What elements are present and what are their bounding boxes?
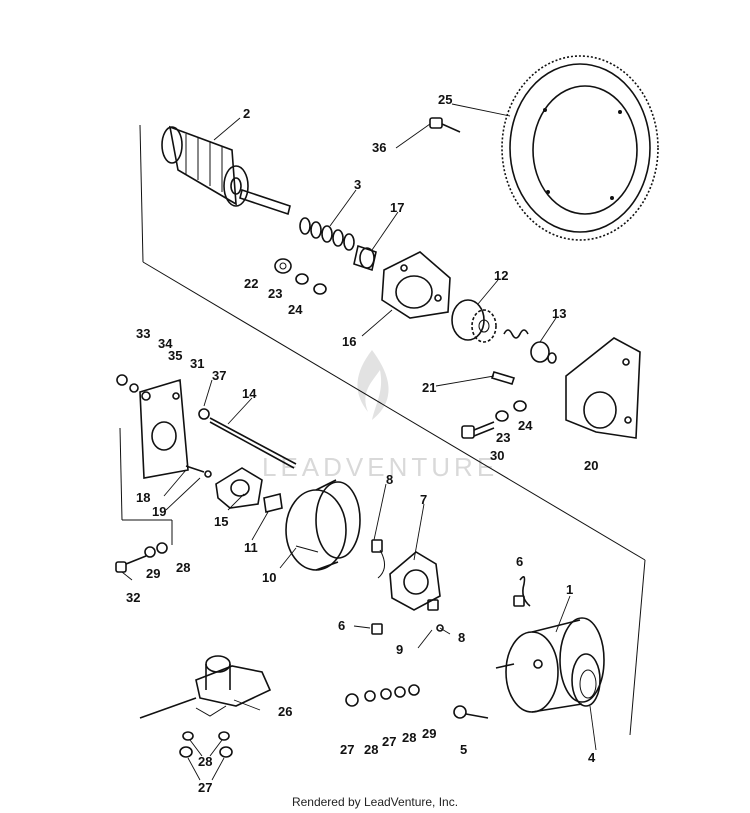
callout-22: 22 bbox=[244, 276, 258, 291]
callout-19: 19 bbox=[152, 504, 166, 519]
callout-26: 26 bbox=[278, 704, 292, 719]
drive-end-housing bbox=[381, 251, 451, 319]
callout-5: 5 bbox=[460, 742, 467, 757]
callout-11: 11 bbox=[244, 540, 258, 555]
bolt-washer-group-left bbox=[115, 542, 168, 573]
callout-28-row-a: 28 bbox=[364, 742, 378, 757]
ring-gear-bolt bbox=[429, 117, 461, 133]
commutator-bushing bbox=[263, 493, 283, 513]
callout-18: 18 bbox=[136, 490, 150, 505]
bracket-bolt bbox=[461, 400, 527, 439]
through-bolt bbox=[198, 408, 297, 469]
commutator-end-cap bbox=[285, 479, 361, 571]
callout-1: 1 bbox=[566, 582, 573, 597]
watermark-text: LEADVENTURE bbox=[262, 452, 498, 482]
callout-37: 37 bbox=[212, 368, 226, 383]
callout-28-row-b: 28 bbox=[402, 730, 416, 745]
callout-28-left: 28 bbox=[176, 560, 190, 575]
pinion-spring-collar bbox=[503, 329, 557, 364]
callout-23-mid: 23 bbox=[496, 430, 510, 445]
field-frame-housing bbox=[495, 576, 605, 713]
bushing bbox=[353, 244, 377, 272]
callout-20: 20 bbox=[584, 458, 598, 473]
callout-6-top: 6 bbox=[516, 554, 523, 569]
callout-29-left: 29 bbox=[146, 566, 160, 581]
callout-27-solenoid: 27 bbox=[198, 780, 212, 795]
callout-7: 7 bbox=[420, 492, 427, 507]
callout-29-row: 29 bbox=[422, 726, 436, 741]
leader-lines bbox=[121, 103, 597, 751]
leadventure-watermark: LEADVENTURE bbox=[262, 350, 498, 482]
callout-33: 33 bbox=[136, 326, 150, 341]
callout-9: 9 bbox=[396, 642, 403, 657]
callout-28-solenoid: 28 bbox=[198, 754, 212, 769]
armature-washers bbox=[299, 217, 355, 251]
ring-gear bbox=[501, 55, 659, 241]
callout-3: 3 bbox=[354, 177, 361, 192]
callout-6-bottom: 6 bbox=[338, 618, 345, 633]
callout-27-row-b: 27 bbox=[382, 734, 396, 749]
nut-washer-group-left bbox=[116, 374, 151, 401]
callout-24-mid: 24 bbox=[518, 418, 533, 433]
callout-8-top: 8 bbox=[386, 472, 393, 487]
callout-17: 17 bbox=[390, 200, 404, 215]
callout-10: 10 bbox=[262, 570, 276, 585]
nut-washer-group-top bbox=[274, 258, 327, 295]
end-bracket bbox=[139, 378, 189, 479]
housing-screw bbox=[453, 705, 489, 719]
callout-35: 35 bbox=[168, 348, 182, 363]
callout-2: 2 bbox=[243, 106, 250, 121]
callout-27-row: 27 bbox=[340, 742, 354, 757]
callout-14: 14 bbox=[242, 386, 257, 401]
solenoid bbox=[139, 655, 272, 758]
callout-12: 12 bbox=[494, 268, 508, 283]
armature bbox=[161, 125, 291, 216]
footer-credit: Rendered by LeadVenture, Inc. bbox=[291, 795, 459, 809]
callout-31: 31 bbox=[190, 356, 204, 371]
solenoid-leaders bbox=[187, 739, 225, 781]
callout-36: 36 bbox=[372, 140, 386, 155]
flame-logo-icon bbox=[357, 350, 389, 420]
callout-24-top: 24 bbox=[288, 302, 303, 317]
callout-labels: 2 3 17 25 36 22 23 24 12 13 16 21 33 34 … bbox=[126, 92, 598, 795]
callout-34: 34 bbox=[158, 336, 173, 351]
bracket-screw bbox=[185, 465, 212, 478]
callout-32: 32 bbox=[126, 590, 140, 605]
callout-4: 4 bbox=[588, 750, 596, 765]
nut-washer-row-bottom bbox=[345, 684, 420, 707]
callout-8-bottom: 8 bbox=[458, 630, 465, 645]
brush-holder-plate bbox=[215, 467, 263, 509]
callout-16: 16 bbox=[342, 334, 356, 349]
callout-30: 30 bbox=[490, 448, 504, 463]
stud bbox=[490, 371, 516, 385]
callout-15: 15 bbox=[214, 514, 228, 529]
mounting-bracket bbox=[565, 337, 641, 439]
callout-23-top: 23 bbox=[268, 286, 282, 301]
pinion-gear bbox=[451, 299, 497, 343]
callout-25: 25 bbox=[438, 92, 452, 107]
callout-21: 21 bbox=[422, 380, 436, 395]
callout-13: 13 bbox=[552, 306, 566, 321]
assembly-boundary-lines bbox=[119, 124, 646, 736]
brush-assembly bbox=[371, 539, 444, 635]
